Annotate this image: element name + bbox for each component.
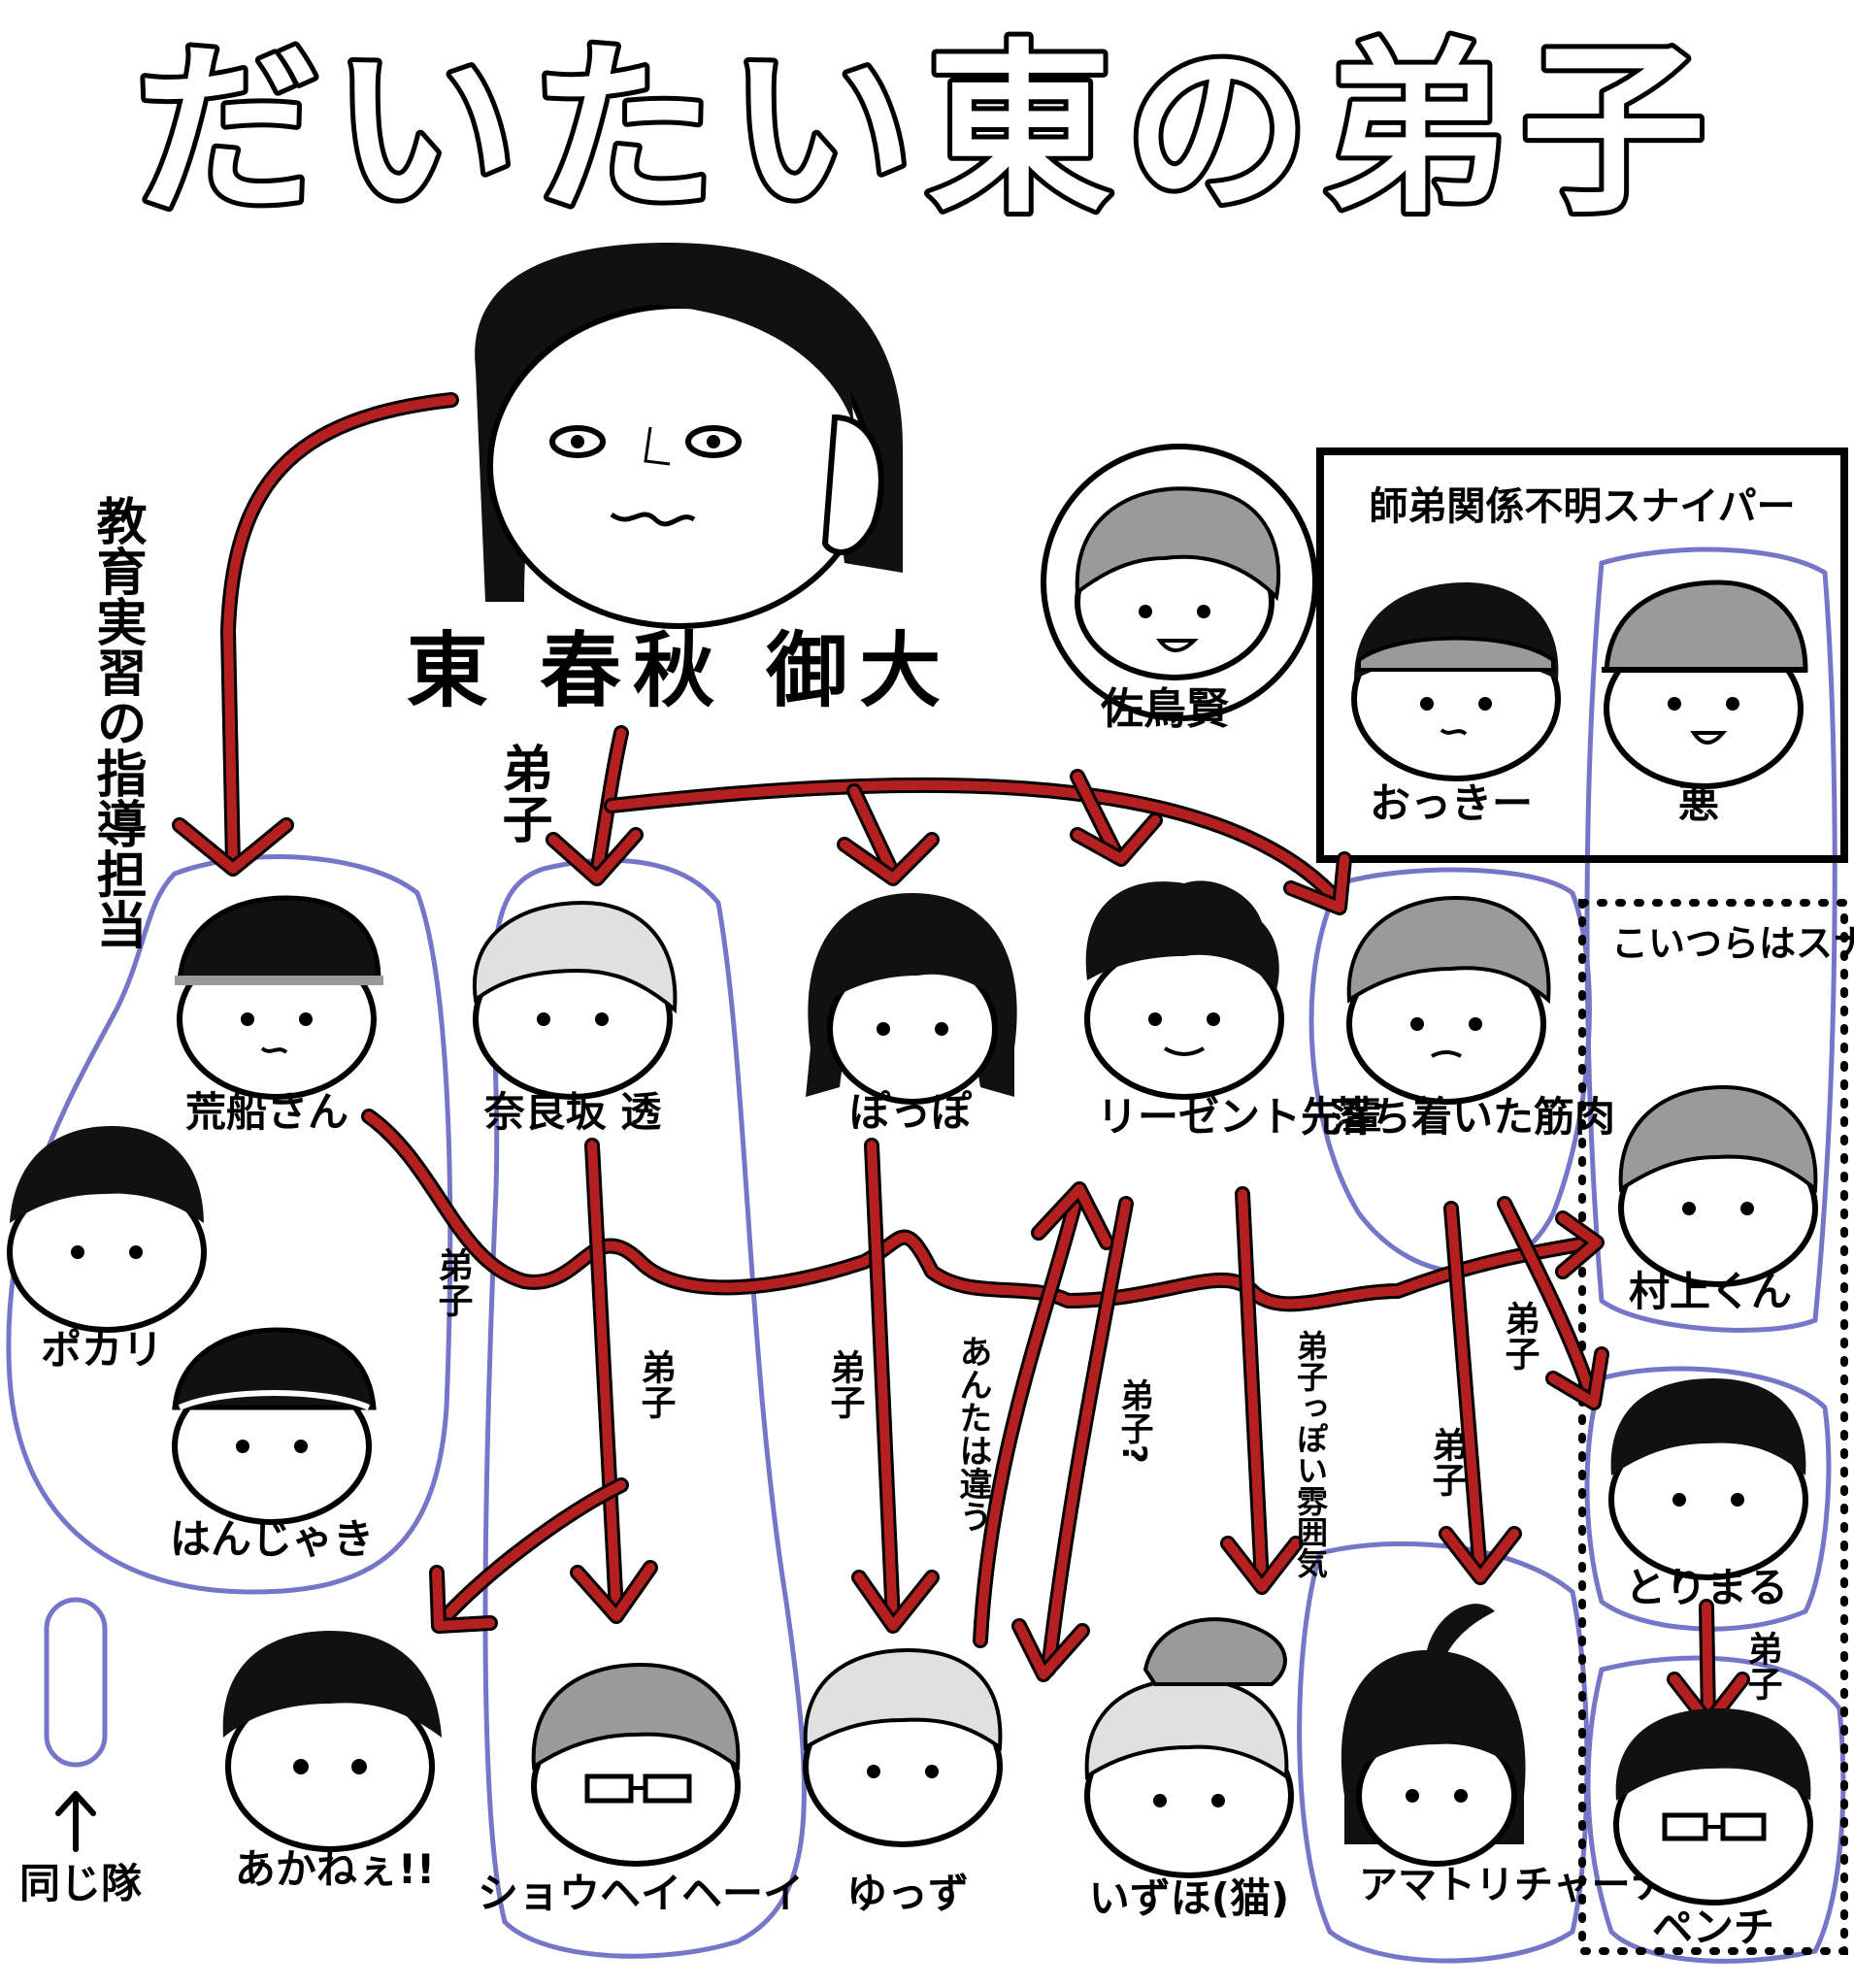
pench-figure bbox=[1613, 1708, 1813, 1905]
group-kinniku-unit bbox=[1308, 867, 1592, 1275]
arafune-figure bbox=[175, 895, 383, 1100]
label-deshi-kinniku: 弟子 bbox=[1427, 1427, 1468, 1497]
master-name: 東 春秋 御大 bbox=[407, 623, 953, 718]
label-deshi-torimaru-branch: 弟子 bbox=[1500, 1301, 1540, 1371]
yuzzu-figure bbox=[803, 1647, 1003, 1847]
name-satori: 佐鳥賢 bbox=[1100, 684, 1230, 734]
name-narasaka: 奈良坂 透 bbox=[483, 1088, 663, 1136]
not-sniper-note: こいつらはスナイパーじゃない bbox=[1611, 922, 1854, 965]
name-murakami: 村上くん bbox=[1629, 1268, 1792, 1315]
name-shouhei: ショウヘイヘーイ bbox=[478, 1870, 804, 1917]
legend: 同じ隊 bbox=[19, 1791, 142, 1907]
satori-figure bbox=[1041, 444, 1318, 721]
name-waru: 悪 bbox=[1678, 779, 1719, 827]
group-outlines bbox=[6, 547, 1846, 1964]
group-arafune-unit bbox=[6, 854, 453, 1595]
not-sniper-box bbox=[1578, 899, 1848, 1955]
name-akanee: あかねぇ!! bbox=[235, 1845, 435, 1893]
label-deshi-pench: 弟子 bbox=[1742, 1631, 1783, 1701]
name-okki: おっきー bbox=[1370, 779, 1533, 827]
legend-outline-sample bbox=[44, 1597, 108, 1768]
regent-figure bbox=[1084, 880, 1284, 1100]
label-deshi-main: 弟子 bbox=[493, 743, 551, 844]
teaching-note: 教育実習の指導担当 bbox=[87, 495, 147, 949]
legend-label: 同じ隊 bbox=[19, 1860, 142, 1907]
waru-figure bbox=[1602, 580, 1808, 789]
name-hanjaki: はんじゃき bbox=[170, 1515, 374, 1563]
group-waru-unit bbox=[1584, 547, 1837, 1333]
hanjaki-figure bbox=[172, 1327, 377, 1525]
murakami-figure bbox=[1618, 1084, 1818, 1287]
label-deshi-poppo: 弟子 bbox=[825, 1349, 866, 1419]
group-narasaka-unit bbox=[482, 857, 807, 1959]
name-regent: リーゼント先輩 bbox=[1097, 1093, 1382, 1141]
group-amatori-unit bbox=[1297, 1541, 1590, 1964]
diagram-title: だいたい東の弟子 bbox=[135, 23, 1719, 238]
name-kinniku: 落ち着いた筋肉 bbox=[1330, 1093, 1615, 1141]
master-figure bbox=[475, 243, 903, 629]
name-pokari: ポカリ bbox=[41, 1326, 163, 1374]
name-poppo: ぽっぽ bbox=[849, 1088, 973, 1136]
label-deshi-question: 弟子? bbox=[1114, 1378, 1153, 1464]
name-pench: ペンチ bbox=[1652, 1904, 1774, 1951]
group-pench-unit bbox=[1585, 1655, 1846, 1964]
unknown-sniper-box bbox=[1316, 447, 1848, 863]
shouhei-figure bbox=[531, 1662, 741, 1867]
narasaka-figure bbox=[472, 900, 678, 1100]
torimaru-figure bbox=[1608, 1378, 1808, 1580]
name-amatori: アマトリチャーナ bbox=[1359, 1863, 1670, 1907]
label-deshi-like: 弟子っぽい雰囲気 bbox=[1292, 1330, 1329, 1578]
label-not-you: あんたは違う bbox=[953, 1335, 992, 1533]
name-torimaru: とりまる bbox=[1625, 1564, 1788, 1611]
kinniku-figure bbox=[1346, 895, 1551, 1105]
poppo-figure bbox=[806, 893, 1017, 1105]
label-deshi-arafune: 弟子 bbox=[433, 1247, 474, 1317]
arrows bbox=[172, 392, 1750, 1731]
name-izuho: いずほ(猫) bbox=[1089, 1874, 1289, 1922]
pokari-figure bbox=[7, 1126, 207, 1333]
unknown-box-title: 師弟関係不明スナイパー bbox=[1369, 484, 1795, 529]
izuho-figure bbox=[1084, 1617, 1294, 1878]
group-torimaru-unit bbox=[1584, 1366, 1832, 1632]
okki-figure bbox=[1351, 582, 1561, 781]
amatori-figure bbox=[1341, 1604, 1526, 1867]
name-yuzzu: ゆっず bbox=[846, 1870, 969, 1917]
label-deshi-narasaka: 弟子 bbox=[636, 1349, 677, 1419]
akanee-figure bbox=[222, 1631, 442, 1852]
name-arafune: 荒船さん bbox=[185, 1088, 348, 1136]
